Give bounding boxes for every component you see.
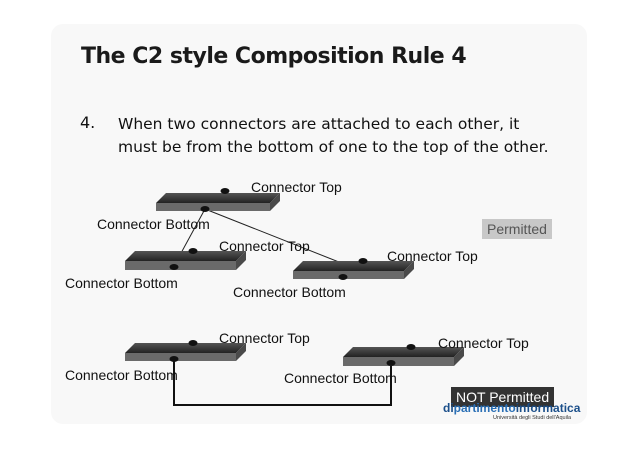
connector-bottom-dot xyxy=(338,274,348,280)
connector-c xyxy=(293,258,414,280)
label-connector-bottom-e: Connector Bottom xyxy=(284,370,397,386)
slide-title: The C2 style Composition Rule 4 xyxy=(81,44,467,69)
link-line xyxy=(204,208,350,267)
connector-e xyxy=(343,344,464,366)
connector-top-dot xyxy=(406,344,416,350)
connector-bottom-dot xyxy=(386,360,396,366)
connector-bottom-dot xyxy=(169,264,179,270)
label-connector-top-d: Connector Top xyxy=(219,330,310,346)
connector-top-dot xyxy=(220,188,230,194)
bullet-text: When two connectors are attached to each… xyxy=(118,115,549,156)
label-connector-bottom-d: Connector Bottom xyxy=(65,367,178,383)
connector-bottom-dot xyxy=(169,356,179,362)
connector-b xyxy=(125,248,246,270)
label-connector-bottom-b: Connector Bottom xyxy=(65,275,178,291)
connector-a xyxy=(156,188,280,212)
connector-top-dot xyxy=(188,248,198,254)
label-connector-top-e: Connector Top xyxy=(438,335,529,351)
label-connector-top-a: Connector Top xyxy=(251,179,342,195)
label-connector-top-c: Connector Top xyxy=(387,248,478,264)
permitted-badge: Permitted xyxy=(482,219,552,239)
not-permitted-badge: NOT Permitted xyxy=(451,387,555,407)
label-connector-bottom-a: Connector Bottom xyxy=(97,216,210,232)
connector-top-dot xyxy=(188,340,198,346)
label-connector-bottom-c: Connector Bottom xyxy=(233,284,346,300)
bottom-to-bottom-line xyxy=(173,359,392,406)
bullet-number: 4. xyxy=(80,113,96,132)
logo-subtitle: Università degli Studi dell'Aquila xyxy=(493,415,572,421)
connector-d xyxy=(125,340,246,362)
logo-wordmark: dipartimentoinformatica xyxy=(443,401,581,415)
connector-bottom-dot xyxy=(200,206,210,212)
connector-top-dot xyxy=(358,258,368,264)
department-logo: dipartimentoinformatica Università degli… xyxy=(441,401,580,427)
label-connector-top-b: Connector Top xyxy=(219,238,310,254)
